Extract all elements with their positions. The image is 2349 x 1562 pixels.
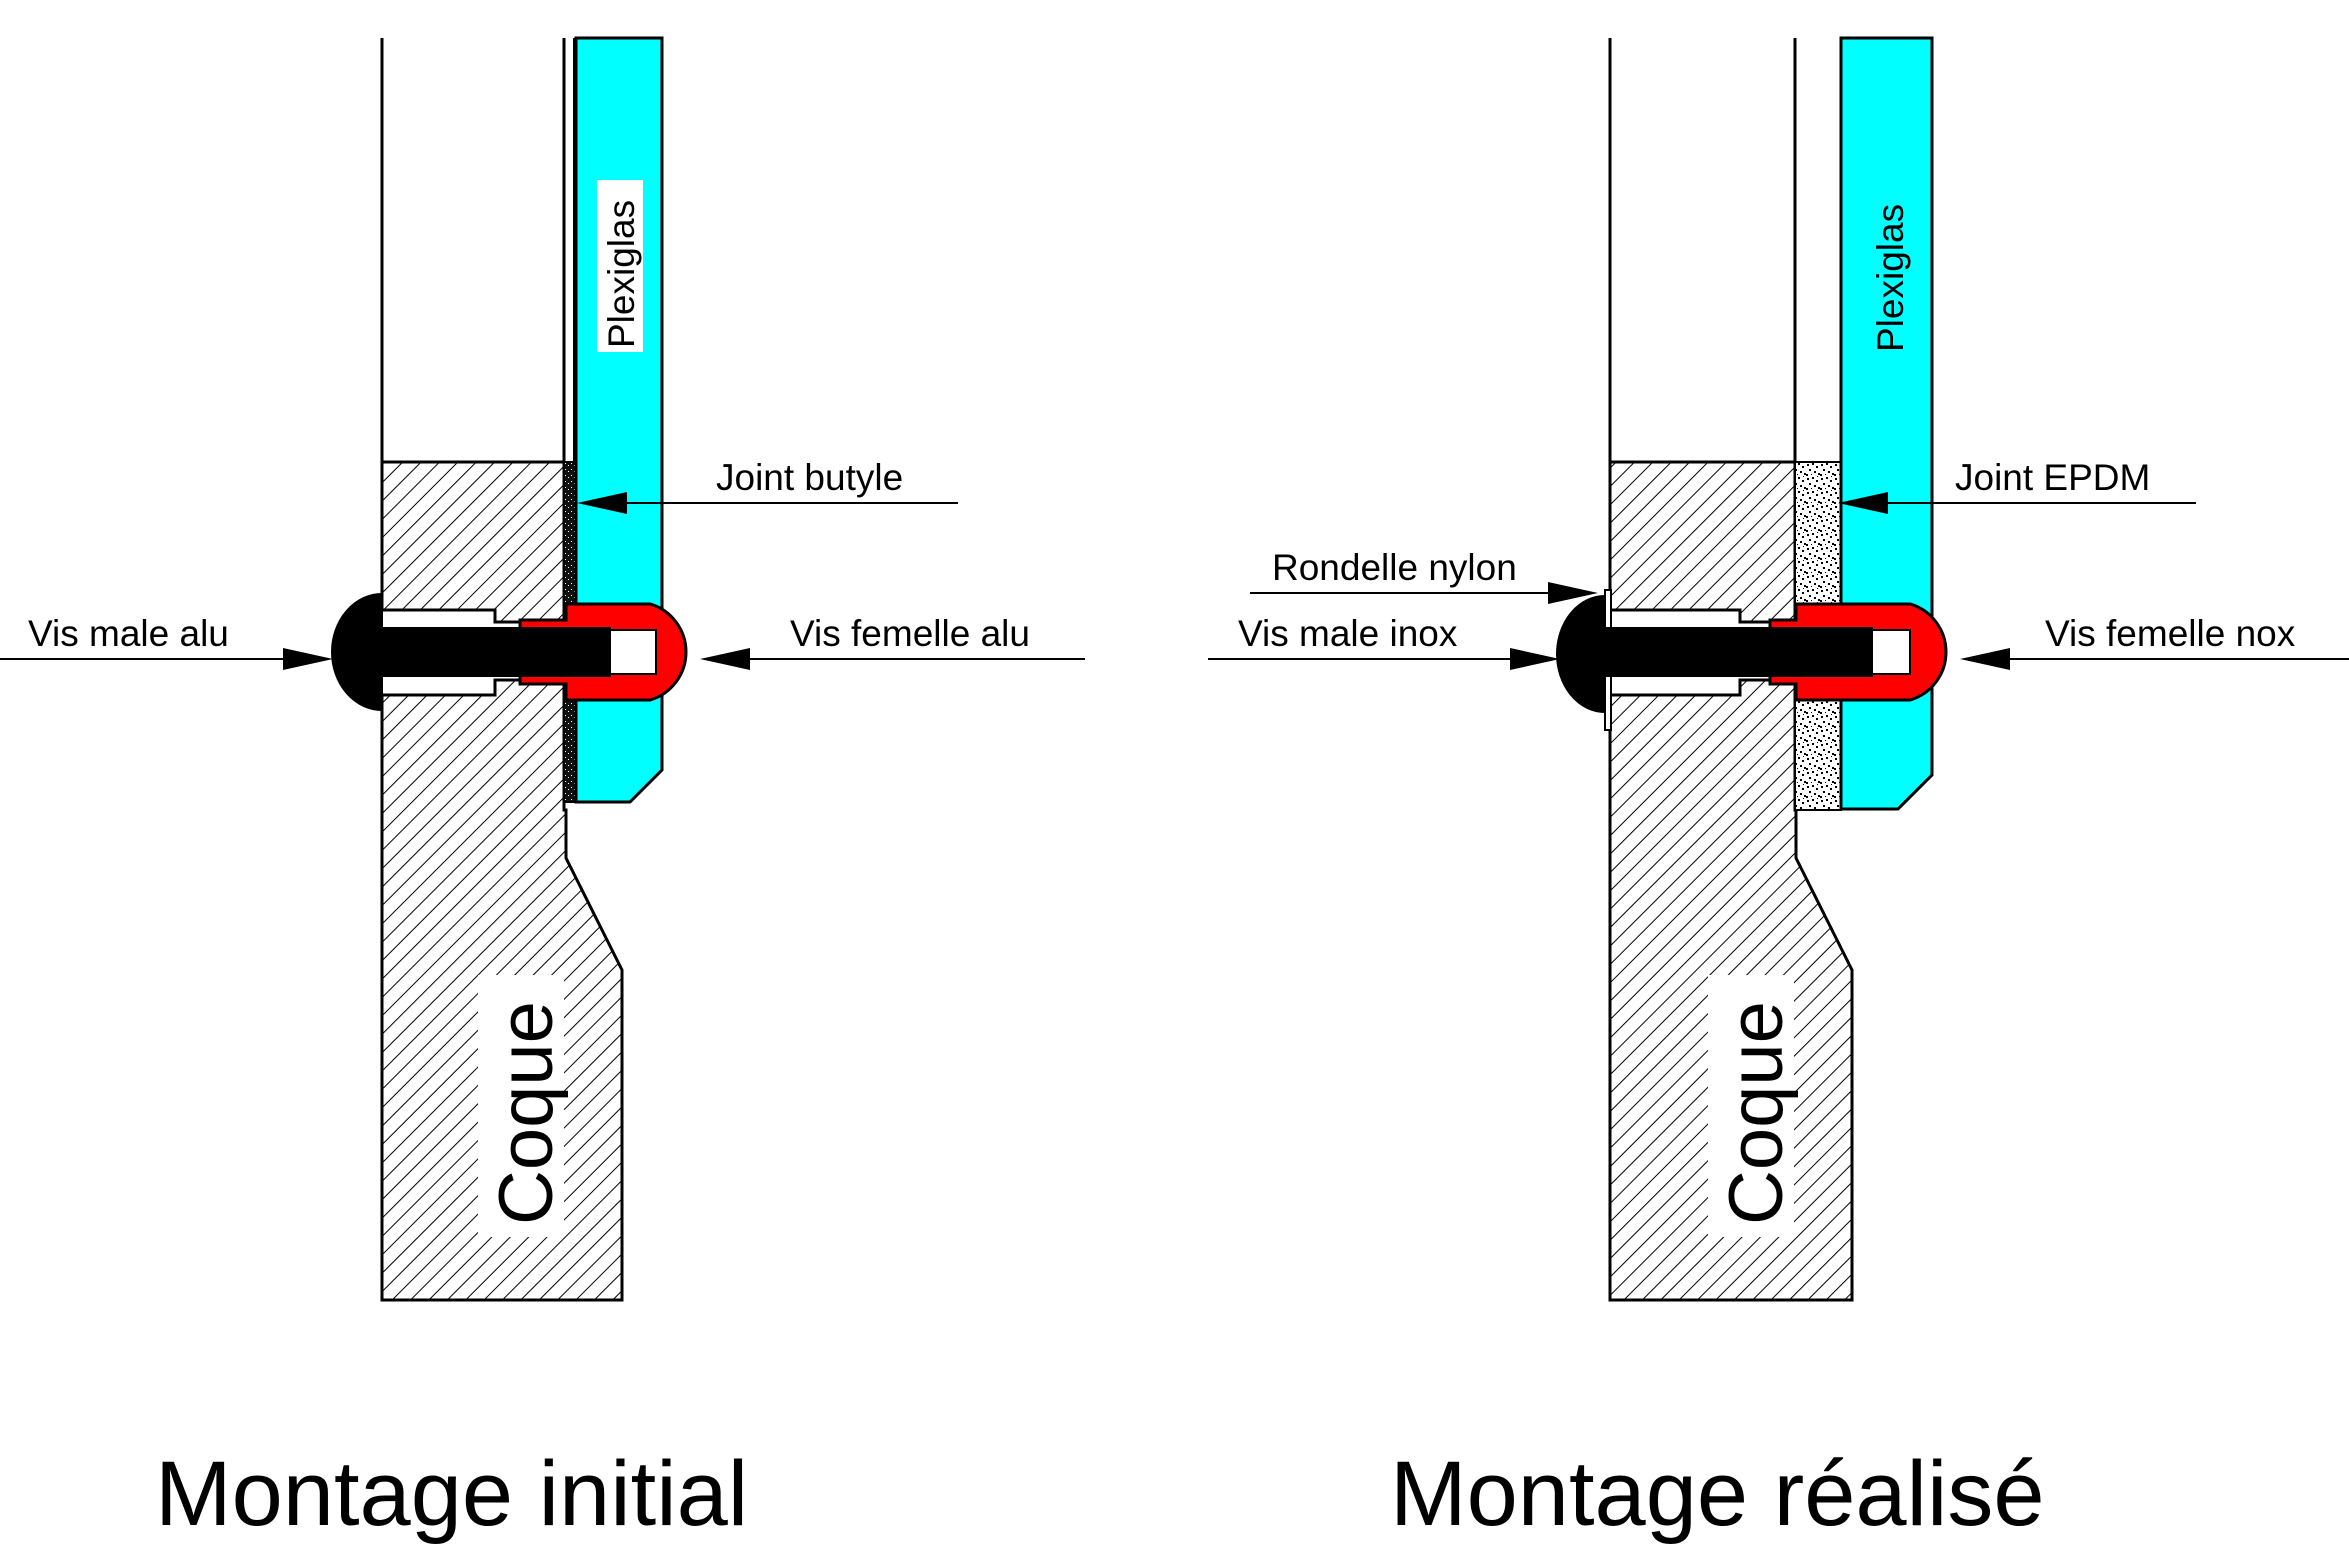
male-screw-label: Vis male inox (1238, 613, 1458, 654)
female-screw-arrow (1960, 648, 2010, 670)
washer-arrow (1548, 582, 1598, 604)
joint-label: Joint EPDM (1955, 457, 2150, 498)
washer-label: Rondelle nylon (1272, 547, 1517, 588)
plexiglas-label: Plexiglas (601, 200, 642, 348)
female-screw-label: Vis femelle alu (790, 613, 1030, 654)
hull-label-bg (478, 975, 564, 1237)
diagram-initial: Coque Plexiglas Joint butyle Vis male al… (0, 36, 1085, 1545)
male-screw-label: Vis male alu (28, 613, 229, 654)
plexiglas-label-bg (597, 180, 643, 352)
male-screw (1556, 594, 1873, 714)
joint-arrow (1838, 492, 1888, 514)
male-screw-arrow (283, 648, 333, 670)
plexiglas-label: Plexiglas (1870, 204, 1911, 352)
female-screw-bore (1871, 629, 1911, 675)
hull-label: Coque (484, 1001, 569, 1225)
title-initial: Montage initial (155, 1443, 748, 1545)
joint-arrow (577, 492, 627, 514)
male-screw-arrow (1510, 648, 1560, 670)
female-screw-bore (609, 629, 657, 675)
hull-label: Coque (1714, 1001, 1799, 1225)
female-screw-arrow (700, 648, 750, 670)
title-realise: Montage réalisé (1390, 1443, 2045, 1545)
female-screw-label: Vis femelle nox (2045, 613, 2296, 654)
diagram-realise: Coque Plexiglas Joint EPDM Rondelle nylo… (1208, 36, 2349, 1545)
joint-label: Joint butyle (716, 457, 903, 498)
hull-label-bg (1708, 975, 1794, 1237)
male-screw (331, 592, 611, 712)
